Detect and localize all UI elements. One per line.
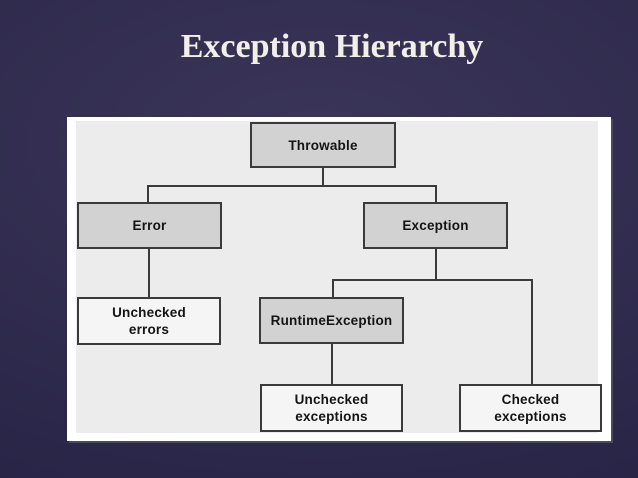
connector-exception-stem — [435, 249, 437, 281]
connector-drop-checked-exceptions — [531, 279, 533, 384]
connector-drop-exception — [435, 185, 437, 202]
connector-throwable-stem — [322, 168, 324, 186]
node-checked-exceptions: Checked exceptions — [459, 384, 602, 432]
node-runtime-exception-label: RuntimeException — [270, 313, 393, 328]
node-unchecked-errors-label-line1: Unchecked — [112, 305, 186, 320]
connector-exception-bus — [332, 279, 533, 281]
node-unchecked-exceptions-label-line1: Unchecked — [294, 392, 369, 407]
connector-drop-error — [147, 185, 149, 202]
connector-drop-runtime-exception — [332, 279, 334, 297]
node-error-label: Error — [132, 218, 167, 233]
connector-error-unchecked-errors — [148, 249, 150, 297]
diagram-panel: Throwable Error Exception Unchecked erro… — [67, 117, 611, 441]
node-throwable: Throwable — [250, 122, 396, 168]
node-unchecked-exceptions: Unchecked exceptions — [260, 384, 403, 432]
node-checked-exceptions-label-line2: exceptions — [494, 409, 567, 424]
slide-title: Exception Hierarchy — [180, 28, 484, 65]
node-unchecked-errors: Unchecked errors — [77, 297, 221, 345]
diagram-background — [76, 121, 598, 433]
node-runtime-exception: RuntimeException — [259, 297, 404, 344]
node-unchecked-exceptions-label-line2: exceptions — [295, 409, 368, 424]
node-exception: Exception — [363, 202, 508, 249]
node-unchecked-errors-label-line2: errors — [128, 322, 170, 337]
node-error: Error — [77, 202, 222, 249]
node-exception-label: Exception — [402, 218, 469, 233]
node-checked-exceptions-label-line1: Checked — [501, 392, 560, 407]
connector-runtime-unchecked — [331, 344, 333, 384]
node-throwable-label: Throwable — [288, 137, 358, 153]
connector-throwable-bus — [147, 185, 437, 187]
